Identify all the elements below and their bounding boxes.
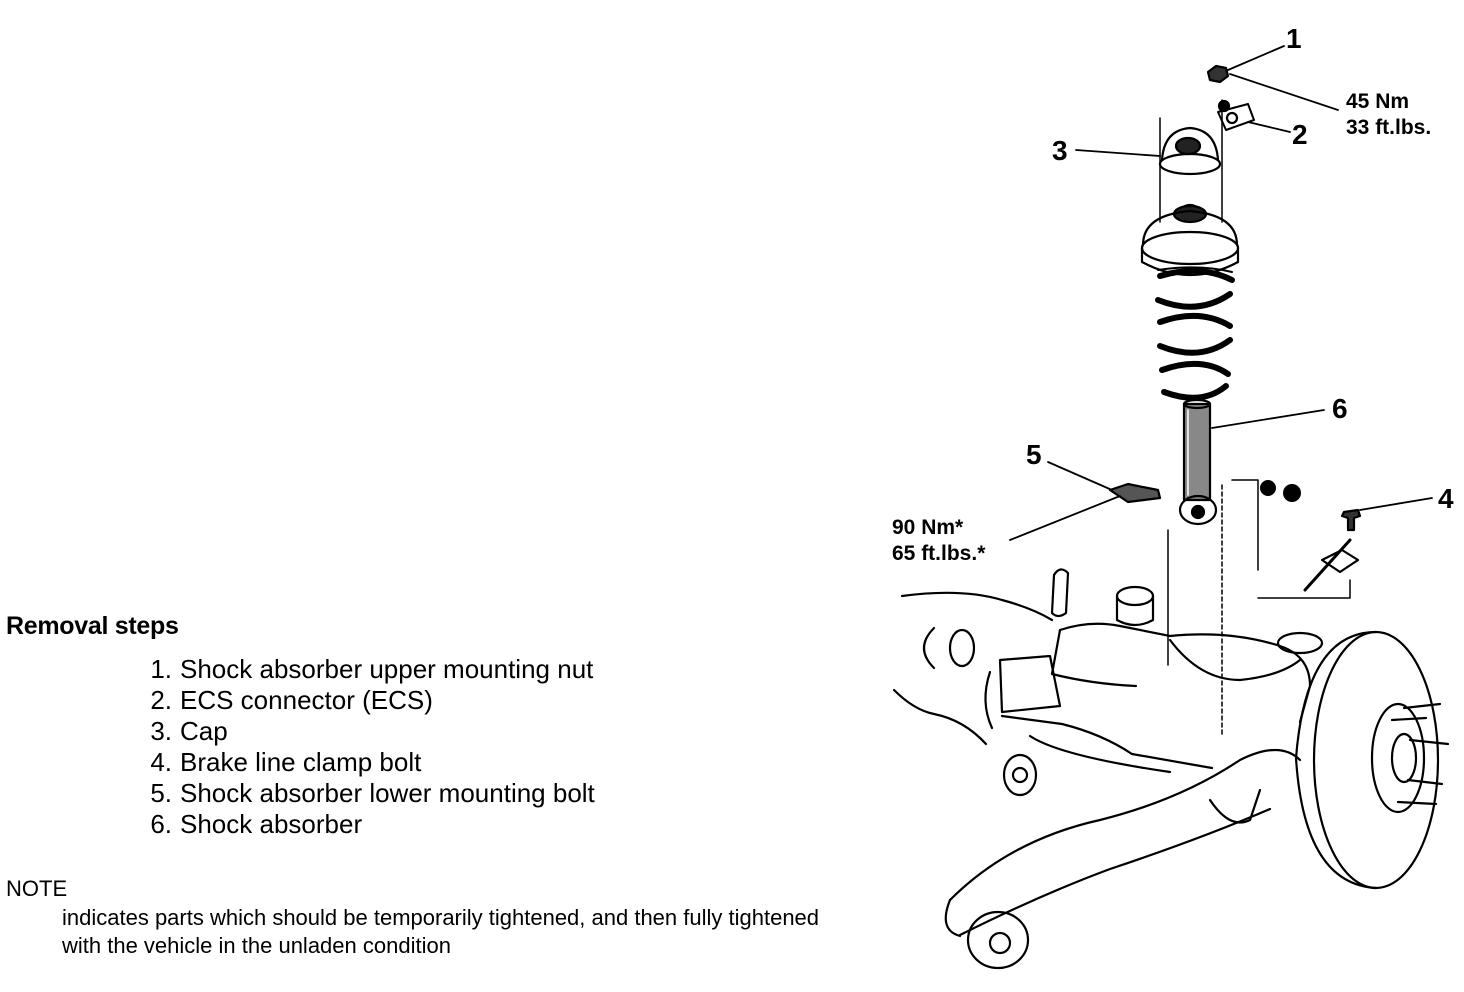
step-text: Shock absorber	[180, 809, 363, 839]
callout-3: 3	[1052, 135, 1068, 166]
note-label: NOTE	[6, 876, 68, 901]
torque-lower-ftlb: 65 ft.lbs.*	[892, 542, 986, 565]
step-item: 2.ECS connector (ECS)	[150, 685, 433, 715]
callout-6: 6	[1332, 393, 1348, 424]
removal-steps-list: 1.Shock absorber upper mounting nut 2.EC…	[132, 654, 595, 840]
step-text: Shock absorber lower mounting bolt	[180, 778, 595, 808]
torque-upper-ftlb: 33 ft.lbs.	[1346, 116, 1431, 139]
callout-2: 2	[1292, 119, 1308, 150]
callout-5: 5	[1026, 439, 1042, 470]
note-text: indicates parts which should be temporar…	[62, 905, 820, 958]
callout-1: 1	[1286, 23, 1302, 54]
removal-steps-heading: Removal steps	[6, 612, 179, 640]
torque-lower-nm: 90 Nm*	[892, 516, 964, 539]
step-item: 1.Shock absorber upper mounting nut	[150, 654, 594, 684]
step-text: Shock absorber upper mounting nut	[180, 654, 594, 684]
torque-upper-nm: 45 Nm	[1346, 90, 1409, 113]
step-item: 3.Cap	[150, 716, 228, 746]
step-item: 5.Shock absorber lower mounting bolt	[150, 778, 595, 808]
step-text: Cap	[180, 716, 228, 746]
step-text: ECS connector (ECS)	[180, 685, 433, 715]
callout-4: 4	[1438, 483, 1454, 514]
step-item: 4.Brake line clamp bolt	[150, 747, 422, 777]
step-item: 6.Shock absorber	[150, 809, 363, 839]
step-text: Brake line clamp bolt	[180, 747, 422, 777]
